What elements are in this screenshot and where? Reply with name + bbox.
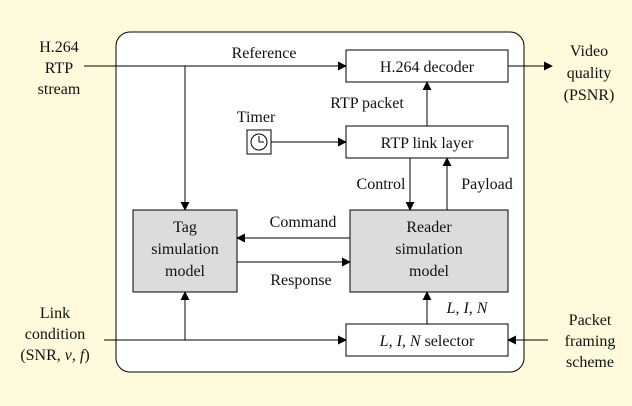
response-label: Response [270, 272, 331, 289]
selector-block [345, 323, 509, 357]
stream-input-line-1: H.264 [39, 39, 79, 56]
rtp-link-block [345, 125, 509, 159]
tag-model-line-1: Tag [173, 219, 197, 236]
video-quality-line-1: Video [570, 43, 608, 60]
tag-model-line-3: model [165, 263, 206, 280]
packet-framing-line-3: scheme [566, 354, 614, 371]
video-quality-line-2: quality [567, 65, 611, 82]
rtp-packet-label: RTP packet [330, 95, 404, 112]
reference-label: Reference [232, 45, 297, 62]
link-condition-line-2: condition [25, 326, 85, 343]
tag-model-line-2: simulation [151, 241, 219, 258]
packet-framing-line-1: Packet [569, 312, 612, 329]
rtp-link-label: RTP link layer [381, 135, 474, 152]
decoder-block [345, 49, 509, 83]
selector-label: L, I, N selector [379, 333, 475, 350]
reader-model-line-3: model [409, 263, 450, 280]
timer-label: Timer [237, 109, 276, 126]
packet-framing-line-2: framing [565, 333, 616, 350]
lin-label: L, I, N [446, 300, 489, 317]
video-quality-line-3: (PSNR) [564, 87, 615, 104]
link-condition-line-3: (SNR, v, f) [20, 347, 89, 364]
simulator-panel [115, 31, 525, 373]
command-label: Command [270, 214, 337, 231]
reader-model-line-2: simulation [395, 241, 463, 258]
connectors [84, 61, 553, 345]
decoder-label: H.264 decoder [380, 59, 475, 76]
link-condition-line-1: Link [40, 305, 70, 322]
clock-icon [250, 133, 268, 151]
control-label: Control [357, 176, 406, 193]
stream-input-line-2: RTP [45, 60, 73, 77]
payload-label: Payload [461, 176, 513, 193]
reader-model-line-1: Reader [406, 219, 452, 236]
reader-model-block [349, 209, 509, 293]
stream-input-line-3: stream [38, 81, 81, 98]
